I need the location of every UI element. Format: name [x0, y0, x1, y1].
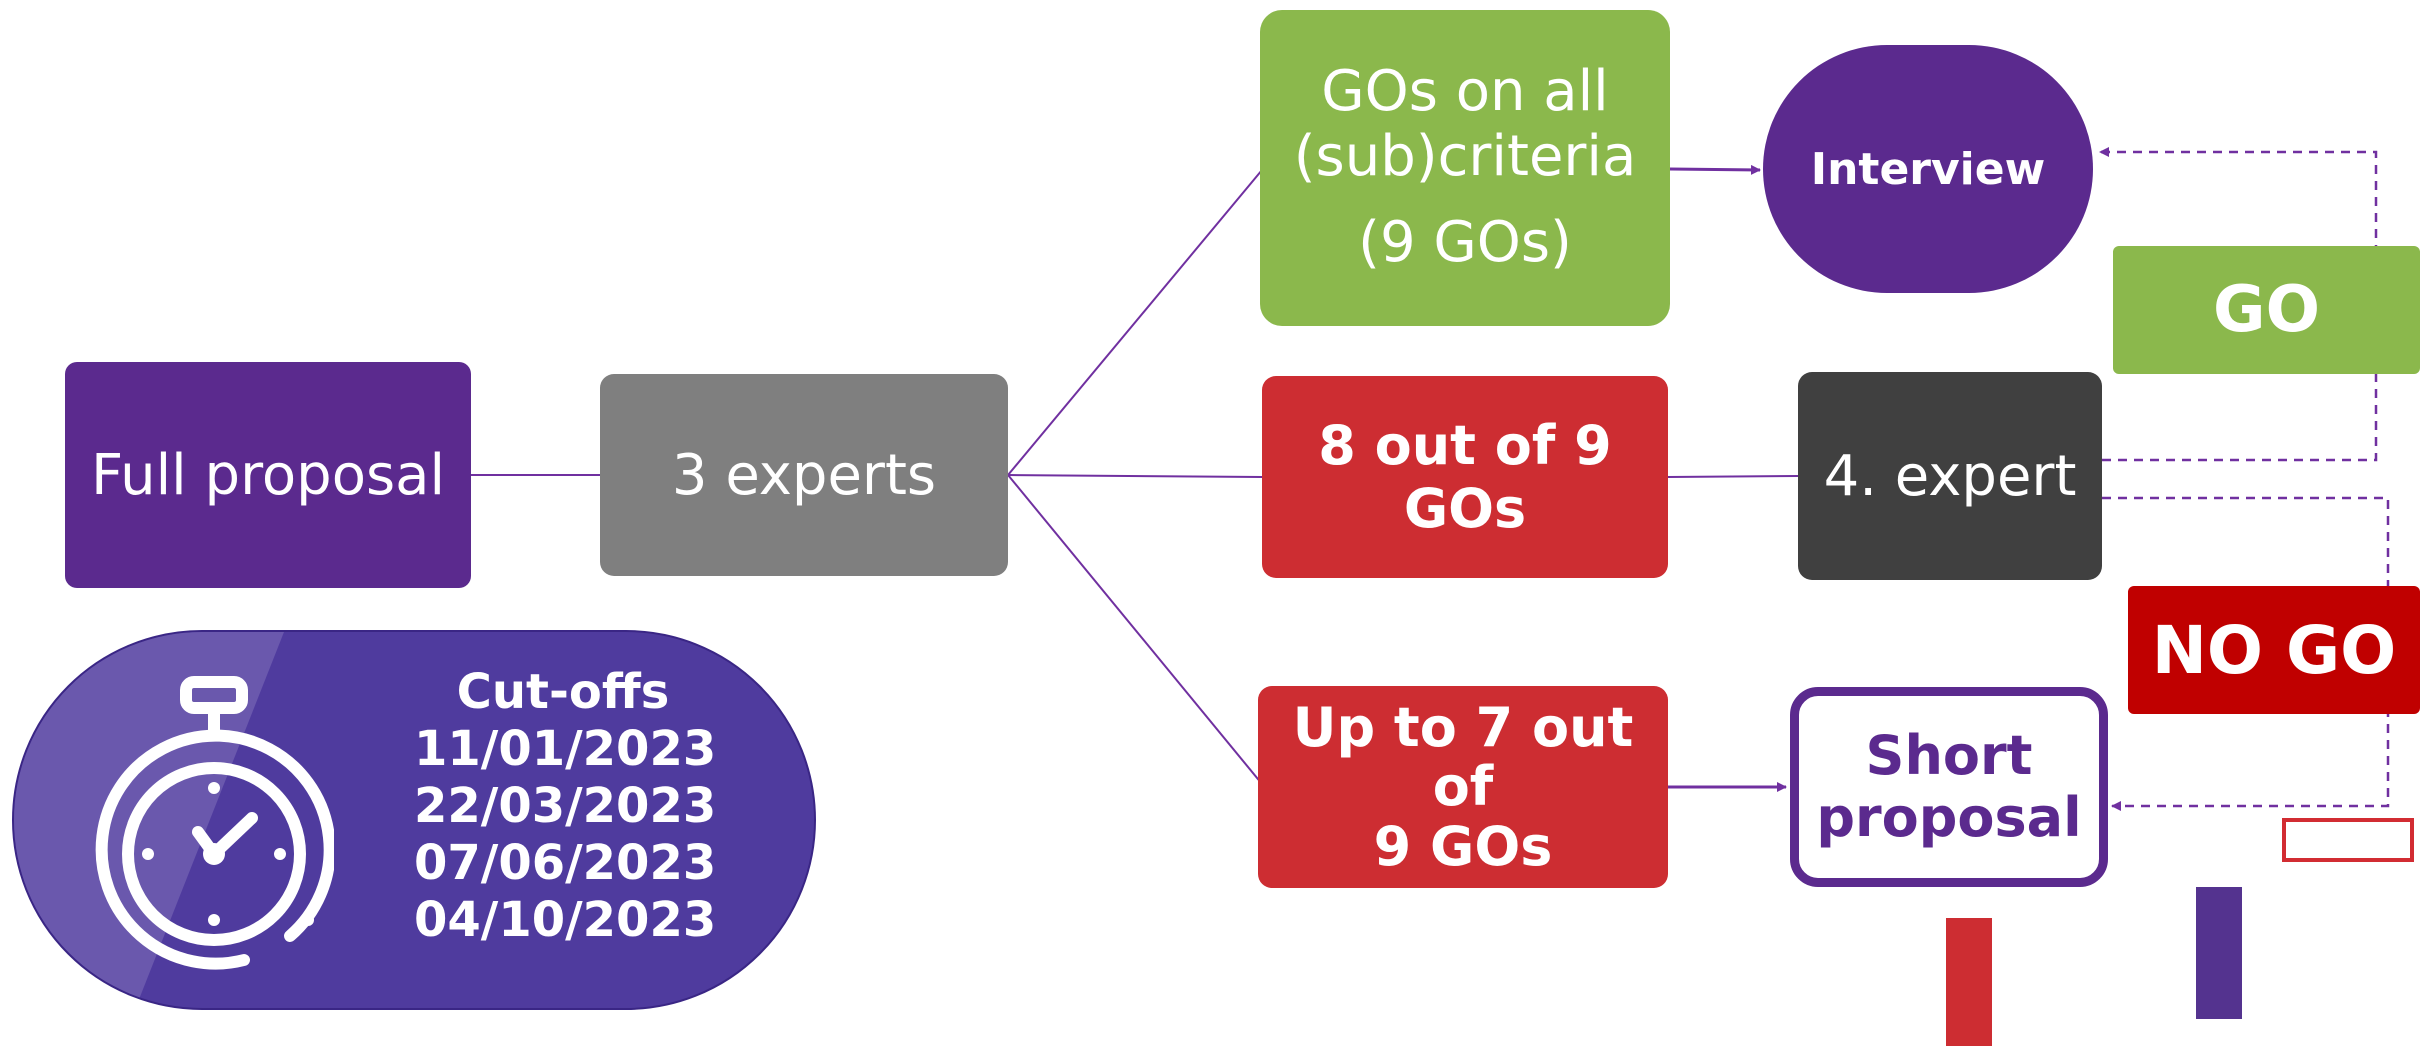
short-proposal-line2: proposal [1816, 786, 2082, 849]
eight-of-nine-box: 8 out of 9 GOs [1262, 376, 1668, 578]
three-experts-box: 3 experts [600, 374, 1008, 576]
connector-experts-to-allgos [1007, 169, 1263, 476]
no-go-box: NO GO [2128, 586, 2420, 714]
short-proposal-line1: Short [1865, 723, 2033, 787]
interview-label: Interview [1810, 143, 2046, 195]
connector-experts-to-upto [1007, 474, 1263, 785]
full-proposal-box: Full proposal [65, 362, 471, 588]
red-outline-decoration [2282, 818, 2414, 862]
no-go-label: NO GO [2151, 611, 2397, 689]
all-gos-line1: GOs on all [1321, 59, 1609, 125]
go-label: GO [2213, 273, 2320, 347]
three-experts-label: 3 experts [671, 442, 937, 508]
all-gos-line2: (sub)criteria [1293, 123, 1637, 189]
short-proposal-box: Short proposal [1790, 687, 2108, 887]
full-proposal-label: Full proposal [90, 442, 446, 508]
go-box: GO [2113, 246, 2420, 374]
cutoff-date: 11/01/2023 [414, 721, 717, 777]
eight-of-nine-label: 8 out of 9 GOs [1318, 414, 1612, 540]
cutoff-date: 04/10/2023 [414, 892, 717, 948]
purple-bar-decoration [2196, 887, 2242, 1019]
up-to-seven-line2: 9 GOs [1373, 814, 1553, 878]
interview-box: Interview [1763, 45, 2093, 293]
cutoff-date: 22/03/2023 [414, 778, 717, 834]
cutoffs-title: Cut-offs [456, 664, 670, 720]
up-to-seven-line1: Up to 7 out of [1292, 695, 1634, 819]
arrow-allgos-to-interview [1669, 164, 1761, 175]
all-gos-box: GOs on all (sub)criteria (9 GOs) [1260, 10, 1670, 326]
up-to-seven-box: Up to 7 out of 9 GOs [1258, 686, 1668, 888]
cutoffs-panel: Cut-offs 11/01/2023 22/03/2023 07/06/202… [12, 630, 816, 1010]
connector-eight-to-fourth [1667, 475, 1799, 478]
dashed-go-path [2099, 147, 2378, 462]
cutoff-date: 07/06/2023 [414, 835, 717, 891]
all-gos-line3: (9 GOs) [1358, 210, 1572, 276]
fourth-expert-label: 4. expert [1823, 443, 2077, 509]
red-bar-decoration [1946, 918, 1992, 1046]
connector-experts-to-eight [1007, 474, 1263, 478]
fourth-expert-box: 4. expert [1798, 372, 2102, 580]
stopwatch-icon [95, 676, 334, 970]
